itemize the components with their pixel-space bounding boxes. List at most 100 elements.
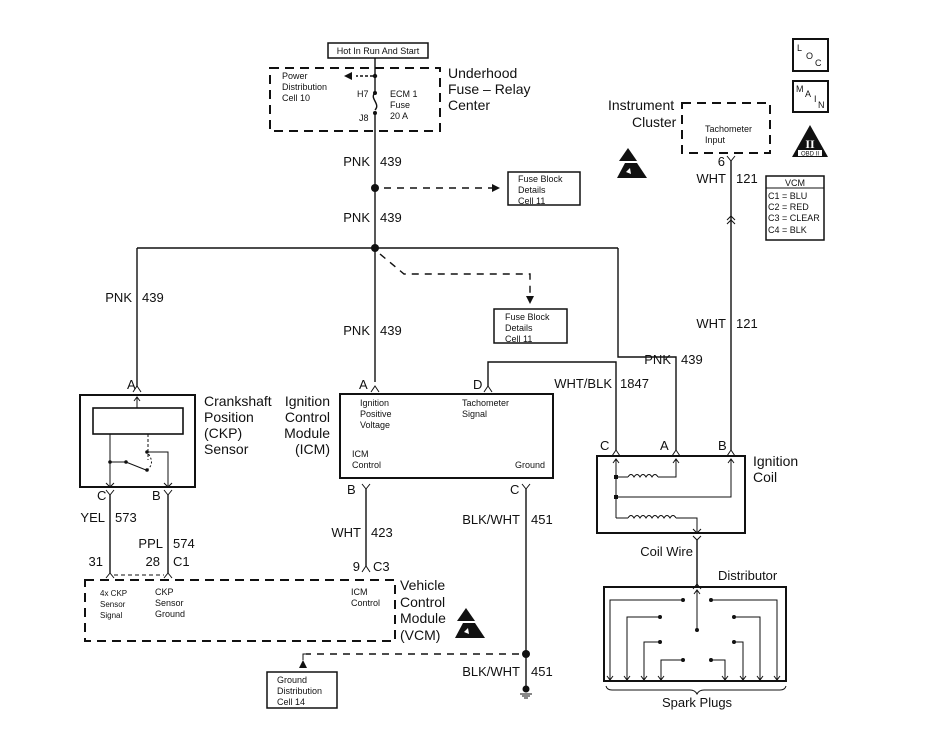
primary-winding-icon	[627, 474, 659, 478]
ckp-title-1: Crankshaft	[204, 393, 272, 409]
arrow-down-icon	[526, 296, 534, 304]
svg-text:Fuse Block: Fuse Block	[518, 174, 563, 184]
wire-color-ppl: PPL	[138, 536, 163, 551]
svg-text:L: L	[797, 43, 802, 53]
vcm-title-3: Module	[400, 610, 446, 626]
arrow-down-icon	[623, 675, 631, 681]
secondary-winding-icon	[627, 515, 677, 519]
svg-text:Control: Control	[351, 598, 380, 608]
power-dist-1: Power	[282, 71, 308, 81]
svg-text:I: I	[814, 94, 817, 104]
splice-dot-ground	[522, 650, 530, 658]
arrow-down-icon	[721, 675, 729, 681]
pin-j8: J8	[359, 113, 369, 123]
ground-distribution-cell-14[interactable]: Ground Distribution Cell 14	[266, 671, 338, 709]
wire-color-yel: YEL	[80, 510, 105, 525]
wire-color-blk-wht-low: BLK/WHT	[462, 664, 520, 679]
spark-plug-lead	[734, 616, 761, 680]
esd-warning-icon	[617, 148, 647, 178]
icm-title-2: Control	[285, 409, 330, 425]
obd-ii-icon: II OBD II	[792, 125, 828, 158]
wire-circuit-121-low: 121	[736, 316, 758, 331]
cluster-pin-6: 6	[718, 154, 725, 169]
spark-plug-brace	[605, 685, 787, 696]
ignition-coil: C A B Ignition Coil	[596, 438, 798, 541]
svg-text:C1 = BLU: C1 = BLU	[768, 191, 807, 201]
arrow-down-icon	[756, 675, 764, 681]
svg-text:Input: Input	[705, 135, 726, 145]
wire-circuit-423: 423	[371, 525, 393, 540]
fuse-icon	[372, 92, 378, 111]
icm-title-1: Ignition	[285, 393, 330, 409]
svg-text:Distribution: Distribution	[277, 686, 322, 696]
wire-circuit-pnk-left: 439	[142, 290, 164, 305]
svg-text:Cell 11: Cell 11	[518, 196, 545, 206]
icm-title-4: (ICM)	[295, 441, 330, 457]
svg-text:II: II	[805, 137, 815, 151]
wire-color-wht-121-top: WHT	[696, 171, 726, 186]
coil-wire-label: Coil Wire	[640, 544, 693, 559]
instrument-cluster: Instrument Cluster Tachometer Input 6	[608, 97, 771, 169]
vcm-connector-legend: VCM C1 = BLU C2 = RED C3 = CLEAR C4 = BL…	[765, 175, 825, 241]
svg-text:Ground: Ground	[277, 675, 307, 685]
fuse-center-title-3: Center	[448, 97, 490, 113]
loc-badge: L O C	[792, 38, 829, 72]
spark-plugs-label: Spark Plugs	[662, 695, 733, 710]
coil-title-2: Coil	[753, 469, 777, 485]
svg-text:Sensor: Sensor	[100, 600, 126, 609]
inline-connector-icon	[726, 215, 736, 225]
vcm-title-2: Control	[400, 594, 445, 610]
wire-circuit-pnk-mid: 439	[380, 210, 402, 225]
svg-text:Ground: Ground	[155, 609, 185, 619]
svg-text:Details: Details	[505, 323, 533, 333]
spark-plug-lead	[643, 641, 660, 680]
icm-pin-b: B	[347, 482, 356, 497]
distributor: Distributor Spark Plugs	[603, 568, 787, 710]
ignition-control-module: A D Ignition Positive Voltage Tachometer…	[284, 377, 554, 497]
pin-h7: H7	[357, 89, 369, 99]
splice-dot-1	[371, 184, 379, 192]
arrow-down-icon	[773, 675, 781, 681]
spark-plug-lead	[660, 659, 683, 680]
hot-in-run-label: Hot In Run And Start	[327, 42, 429, 59]
wire-circuit-451-low: 451	[531, 664, 553, 679]
svg-text:M: M	[796, 84, 804, 94]
esd-warning-icon	[455, 608, 485, 638]
underhood-fuse-relay-center: Underhood Fuse – Relay Center Power Dist…	[269, 58, 530, 132]
arrow-down-icon	[657, 675, 665, 681]
svg-text:C: C	[815, 58, 822, 68]
svg-text:A: A	[805, 89, 811, 99]
wire-color-blk-wht-top: BLK/WHT	[462, 512, 520, 527]
svg-text:O: O	[806, 51, 813, 61]
svg-text:Voltage: Voltage	[360, 420, 390, 430]
svg-text:ICM: ICM	[351, 587, 368, 597]
icm-title-3: Module	[284, 425, 330, 441]
fuse-label-3: 20 A	[390, 111, 408, 121]
wire-circuit-573: 573	[115, 510, 137, 525]
wire-color-pnk-coil: PNK	[644, 352, 671, 367]
ckp-sensor: A Crankshaft Position (CKP) Sensor C B	[79, 377, 272, 503]
ckp-title-2: Position	[204, 409, 254, 425]
vcm-pin-9: 9	[353, 559, 360, 574]
svg-text:Signal: Signal	[462, 409, 487, 419]
wht-blk-1847-wire	[487, 361, 617, 450]
fuse-center-title-2: Fuse – Relay	[448, 81, 530, 97]
svg-text:Ground: Ground	[515, 460, 545, 470]
svg-text:N: N	[818, 100, 825, 110]
cluster-title-1: Instrument	[608, 97, 674, 113]
svg-text:Sensor: Sensor	[155, 598, 184, 608]
fuse-block-details-1[interactable]: Fuse Block Details Cell 11	[507, 171, 581, 206]
spark-plug-lead	[609, 599, 683, 680]
wire-color-wht-121-low: WHT	[696, 316, 726, 331]
svg-text:4x CKP: 4x CKP	[100, 589, 127, 598]
svg-text:OBD II: OBD II	[801, 152, 819, 158]
fuse-block-details-2[interactable]: Fuse Block Details Cell 11	[493, 308, 568, 344]
distributor-title: Distributor	[718, 568, 778, 583]
arrow-up-icon	[299, 660, 307, 668]
wire-color-pnk-left: PNK	[105, 290, 132, 305]
icm-pin-a: A	[359, 377, 368, 392]
wire-color-pnk-top: PNK	[343, 154, 370, 169]
arrow-right-icon	[492, 184, 500, 192]
wire-circuit-pnk-top: 439	[380, 154, 402, 169]
wire-circuit-451-top: 451	[531, 512, 553, 527]
